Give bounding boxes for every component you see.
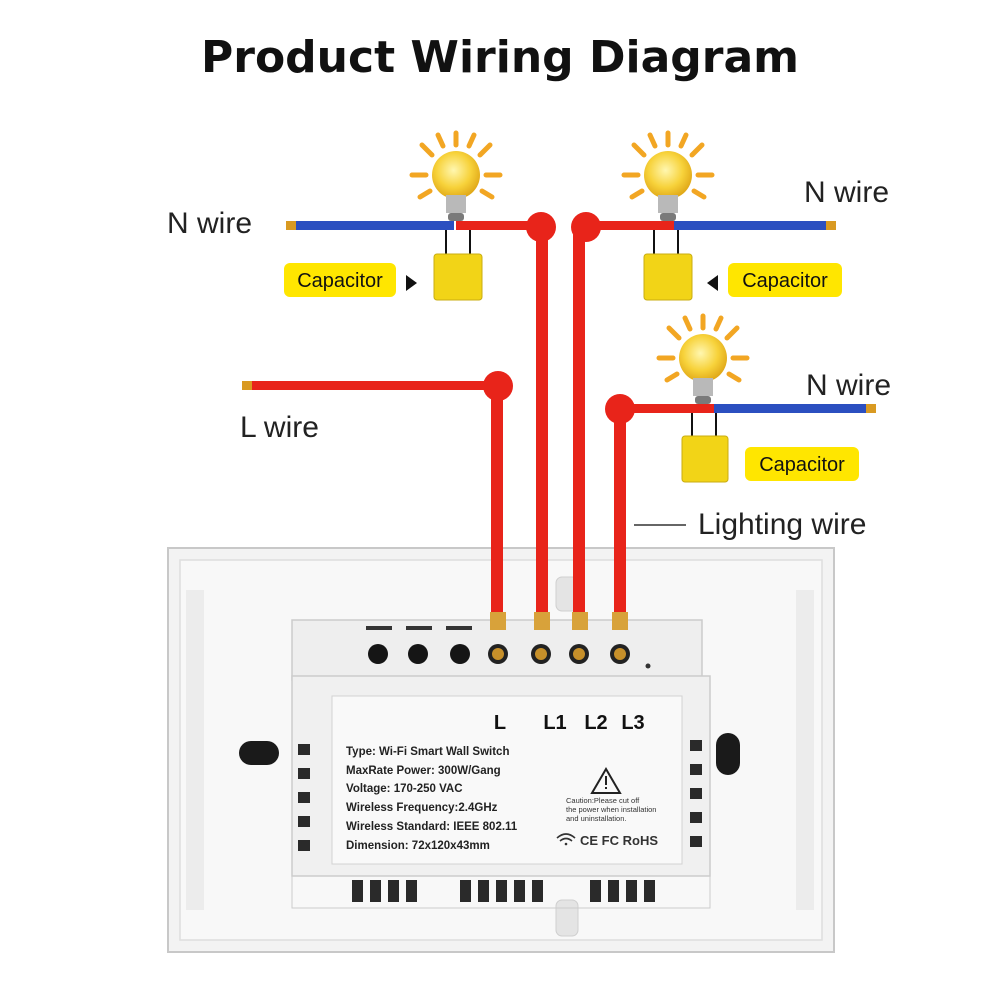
capacitor-component (643, 230, 693, 301)
caution-text: and uninstallation. (566, 814, 626, 823)
n-wire-right-top (672, 221, 828, 230)
terminal-screws (488, 612, 630, 664)
n-wire-label-right-top: N wire (804, 176, 889, 209)
light-bulb-icon (656, 313, 750, 404)
terminal-label-l1: L1 (543, 712, 566, 734)
terminal-label-l3: L3 (621, 712, 644, 734)
spec-line: Type: Wi-Fi Smart Wall Switch (346, 746, 509, 758)
capacitor-label-right-top: Capacitor (742, 270, 828, 292)
spec-label: Type: Wi-Fi Smart Wall Switch MaxRate Po… (331, 695, 683, 865)
l-wire-label: L wire (240, 411, 319, 444)
terminal-hole (368, 644, 388, 664)
spec-line: Dimension: 72x120x43mm (346, 840, 490, 852)
l-wire (250, 381, 498, 390)
spec-line: Wireless Frequency:2.4GHz (346, 802, 498, 814)
spec-line: MaxRate Power: 300W/Gang (346, 765, 501, 777)
terminal-label-l: L (494, 712, 506, 734)
caution-text: Caution:Please cut off (566, 796, 640, 805)
light-bulb-icon (409, 130, 503, 221)
light-bulb-icon (621, 130, 715, 221)
n-wire-right-mid (712, 404, 868, 413)
terminal-hole (450, 644, 470, 664)
capacitor-label-left: Capacitor (297, 270, 383, 292)
junction-dot (571, 212, 601, 242)
mount-slot-right (716, 733, 740, 775)
terminal-label-l2: L2 (584, 712, 607, 734)
capacitor-component (681, 413, 729, 483)
mount-slot-left (239, 741, 279, 765)
junction-dot (483, 371, 513, 401)
junction-dot (605, 394, 635, 424)
junction-dot (526, 212, 556, 242)
capacitor-label-right-mid: Capacitor (759, 454, 845, 476)
n-wire-left (294, 221, 454, 230)
spec-line: Wireless Standard: IEEE 802.11 (346, 821, 518, 833)
capacitor-component (433, 230, 483, 301)
certification-marks: CE FC RoHS (580, 833, 658, 848)
lighting-wire-label: Lighting wire (698, 508, 866, 541)
page-title: Product Wiring Diagram (201, 32, 799, 83)
warning-icon (590, 767, 622, 794)
wifi-icon (556, 833, 576, 846)
terminal-hole (408, 644, 428, 664)
arrow-right-icon (406, 275, 417, 291)
neutral-wires (286, 221, 876, 413)
arrow-left-icon (707, 275, 718, 291)
live-wires (242, 221, 714, 626)
caution-text: the power when installation (566, 805, 656, 814)
n-wire-label-left: N wire (167, 207, 252, 240)
spec-line: Voltage: 170-250 VAC (346, 783, 463, 795)
n-wire-label-right-mid: N wire (806, 369, 891, 402)
